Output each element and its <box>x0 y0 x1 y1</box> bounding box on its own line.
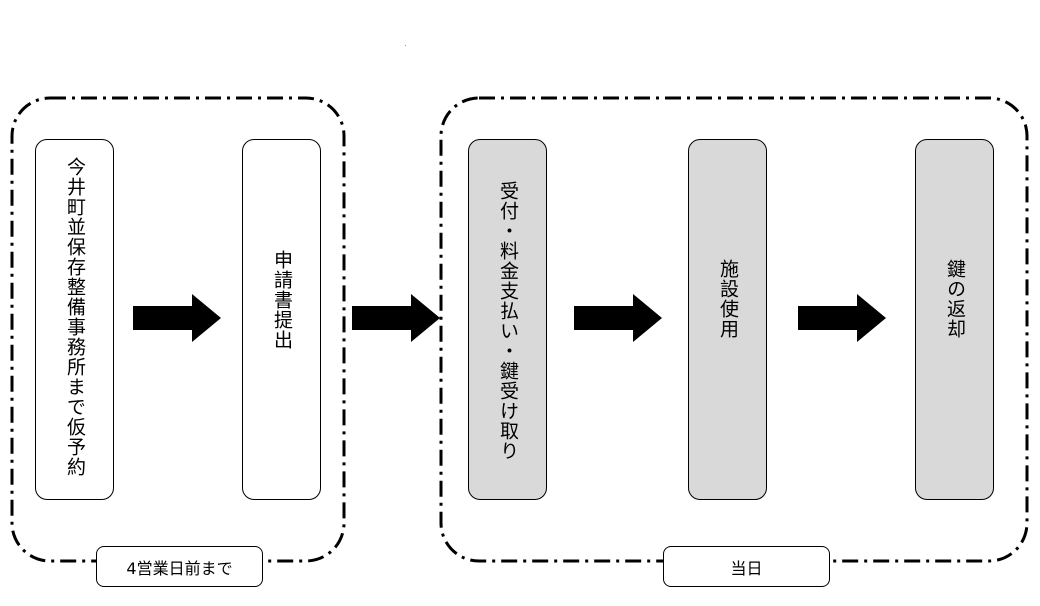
step-key-return: 鍵の返却 <box>915 139 994 500</box>
step-submit-application-text: 申請書提出 <box>271 249 293 350</box>
stray-dot <box>405 45 406 46</box>
step-reception-payment-key: 受付・料金支払い・鍵受け取り <box>468 139 547 500</box>
arrow-right-icon <box>574 294 662 342</box>
arrow-right-icon <box>352 294 440 342</box>
step-provisional-reservation-text: 今井町並保存整備事務所まで仮予約 <box>64 157 86 477</box>
group-label-day: 当日 <box>663 546 830 587</box>
arrow-right-icon <box>133 294 221 342</box>
arrow-right-icon <box>798 294 886 342</box>
step-facility-use-text: 施設使用 <box>717 258 739 339</box>
step-facility-use: 施設使用 <box>688 139 767 500</box>
step-provisional-reservation: 今井町並保存整備事務所まで仮予約 <box>35 139 114 500</box>
step-reception-payment-key-text: 受付・料金支払い・鍵受け取り <box>497 181 519 461</box>
group-label-before: 4営業日前まで <box>96 546 263 587</box>
step-key-return-text: 鍵の返却 <box>944 258 966 339</box>
step-submit-application: 申請書提出 <box>242 139 321 500</box>
